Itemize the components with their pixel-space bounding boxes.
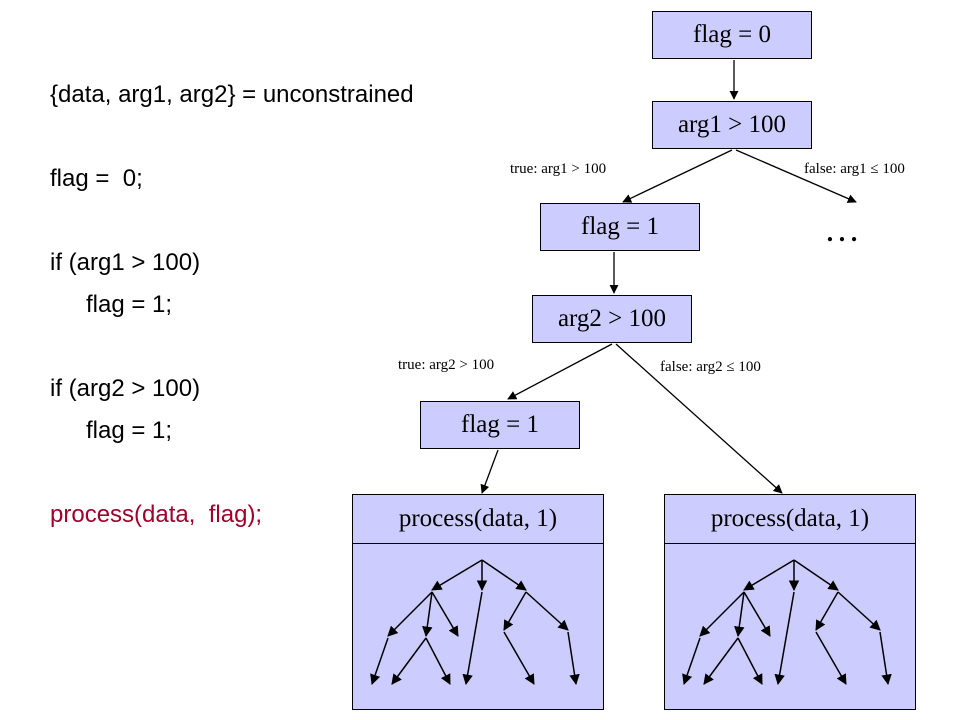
code-line-if-arg2: if (arg2 > 100): [50, 375, 201, 402]
edge-label-false-arg2: false: arg2 ≤ 100: [660, 359, 761, 375]
code-line-flag-set-2: flag = 1;: [86, 417, 173, 444]
code-line-flag-init: flag = 0;: [50, 165, 143, 192]
node-flag-one-b: flag = 1: [420, 401, 580, 449]
node-flag-one-a: flag = 1: [540, 203, 700, 251]
edge-label-true-arg1: true: arg1 > 100: [510, 161, 607, 177]
arrow-arg1-true: [622, 149, 733, 203]
edge-label-false-arg1: false: arg1 ≤ 100: [804, 161, 905, 177]
code-line-process-call: process(data, flag);: [50, 501, 263, 528]
code-line-if-arg1: if (arg1 > 100): [50, 249, 201, 276]
node-arg2-condition: arg2 > 100: [532, 295, 692, 343]
process-header-right: process(data, 1): [665, 495, 915, 544]
arrow-flag1b-to-process: [480, 449, 499, 494]
node-arg1-condition: arg1 > 100: [652, 101, 812, 149]
unexplored-branch-ellipsis: …: [824, 209, 866, 249]
process-header-left: process(data, 1): [353, 495, 603, 544]
edge-label-true-arg2: true: arg2 > 100: [398, 357, 495, 373]
node-flag-zero: flag = 0: [652, 11, 812, 59]
process-panel-left: process(data, 1): [352, 494, 604, 710]
arrow-arg2-true: [507, 343, 613, 400]
process-panel-right: process(data, 1): [664, 494, 916, 710]
code-line-flag-set-1: flag = 1;: [86, 291, 173, 318]
code-line-declaration: {data, arg1, arg2} = unconstrained: [50, 81, 414, 108]
